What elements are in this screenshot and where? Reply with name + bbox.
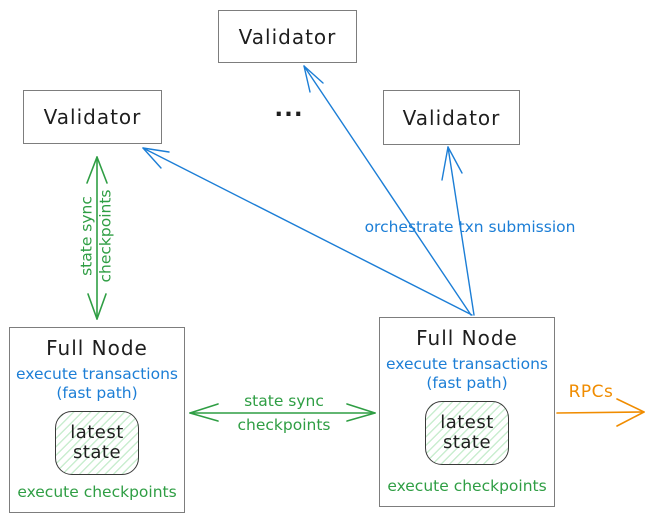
fast-path-line: (fast path)	[56, 383, 138, 402]
full-node-right-box: Full Node execute transactions (fast pat…	[379, 317, 555, 507]
full-node-left-execute-transactions: execute transactions (fast path)	[16, 365, 178, 402]
full-node-right-execute-transactions: execute transactions (fast path)	[386, 355, 548, 392]
validator-left-box: Validator	[23, 90, 162, 144]
full-node-right-title: Full Node	[416, 326, 518, 350]
full-node-left-latest-state-box: latest state	[55, 411, 139, 476]
execute-transactions-line: execute transactions	[15, 365, 179, 383]
orchestrate-txn-submission-label: orchestrate txn submission	[364, 218, 576, 236]
latest-state-line2: state	[72, 442, 122, 464]
state-sync-horizontal-label-line1: state sync	[244, 392, 324, 410]
rpcs-label: RPCs	[568, 382, 614, 402]
latest-state-line1: latest	[440, 411, 494, 433]
state-sync-label-line1: state sync	[77, 196, 96, 276]
validator-right-label: Validator	[402, 105, 501, 130]
arrow-rpcs	[556, 398, 645, 427]
validator-right-box: Validator	[383, 90, 520, 145]
full-node-right-execute-checkpoints: execute checkpoints	[387, 477, 547, 495]
validator-left-label: Validator	[43, 105, 142, 129]
more-validators-ellipsis: ...	[274, 96, 304, 122]
full-node-left-title: Full Node	[46, 336, 148, 360]
full-node-right-latest-state-box: latest state	[425, 401, 509, 466]
latest-state-line2: state	[442, 432, 492, 454]
state-sync-horizontal-label-line2: checkpoints	[237, 416, 331, 434]
validator-top-label: Validator	[238, 24, 337, 49]
fast-path-line: (fast path)	[426, 373, 508, 392]
state-sync-vertical-label: state sync checkpoints	[78, 190, 117, 283]
execute-transactions-line: execute transactions	[385, 355, 549, 373]
state-sync-label-line2: checkpoints	[97, 189, 115, 283]
full-node-left-box: Full Node execute transactions (fast pat…	[9, 327, 185, 513]
latest-state-line1: latest	[70, 421, 124, 443]
full-node-left-execute-checkpoints: execute checkpoints	[17, 483, 177, 501]
validator-top-box: Validator	[218, 10, 357, 63]
